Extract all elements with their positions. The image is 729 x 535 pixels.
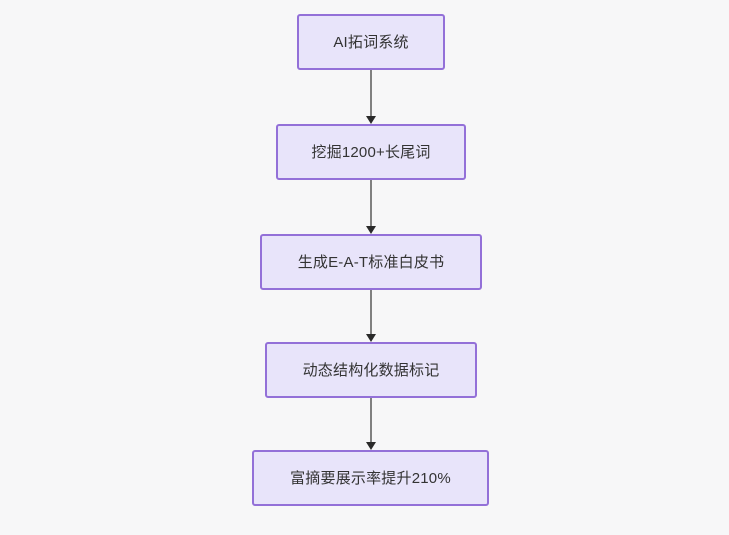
node-label: 生成E-A-T标准白皮书 xyxy=(297,253,445,271)
arrowhead-icon xyxy=(366,226,376,234)
arrowhead-icon xyxy=(366,334,376,342)
flowchart-node-ai-keyword-system[interactable]: AI拓词系统 xyxy=(297,14,445,70)
arrowhead-icon xyxy=(366,442,376,450)
flowchart-node-mine-longtail-keywords[interactable]: 挖掘1200+长尾词 xyxy=(276,124,466,180)
node-label: 动态结构化数据标记 xyxy=(302,361,440,379)
node-label: 富摘要展示率提升210% xyxy=(290,469,451,487)
edge-line xyxy=(370,180,372,227)
node-label: 挖掘1200+长尾词 xyxy=(311,143,431,161)
edge-line xyxy=(370,290,372,335)
flowchart-node-generate-eat-whitepaper[interactable]: 生成E-A-T标准白皮书 xyxy=(260,234,482,290)
edge-line xyxy=(370,70,372,117)
node-label: AI拓词系统 xyxy=(333,33,409,51)
edge-line xyxy=(370,398,372,443)
flowchart-node-dynamic-structured-data-markup[interactable]: 动态结构化数据标记 xyxy=(265,342,477,398)
flowchart-node-rich-snippet-uplift[interactable]: 富摘要展示率提升210% xyxy=(252,450,489,506)
arrowhead-icon xyxy=(366,116,376,124)
